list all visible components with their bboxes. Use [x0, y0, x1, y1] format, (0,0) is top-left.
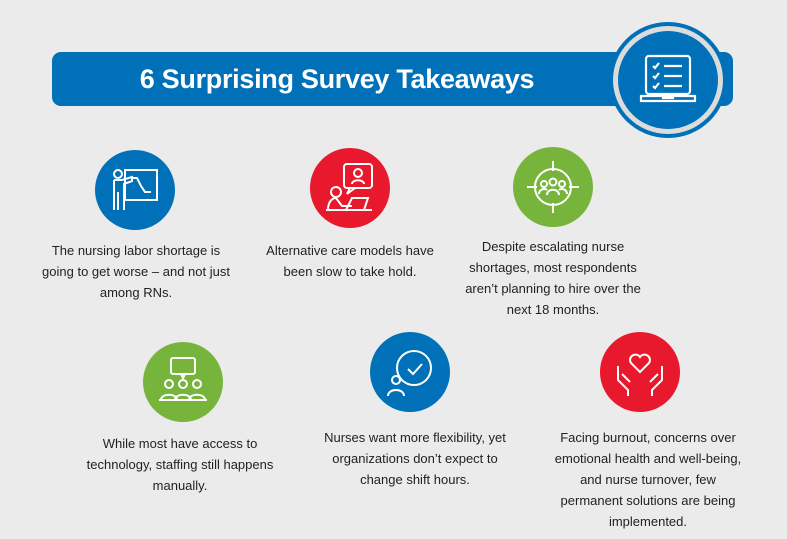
- hands-heart-icon: [600, 332, 680, 412]
- takeaway-text: Nurses want more flexibility, yet organi…: [324, 430, 506, 487]
- page-title: 6 Surprising Survey Takeaways: [139, 64, 535, 94]
- header-badge: [609, 22, 727, 138]
- meeting-chat-icon: [143, 342, 223, 422]
- target-group-icon: [513, 147, 593, 227]
- presenter-chart-icon: [95, 150, 175, 230]
- takeaway-text: While most have access to technology, st…: [86, 436, 274, 493]
- takeaway-text: Alternative care models have been slow t…: [266, 243, 434, 279]
- takeaway-text: The nursing labor shortage is going to g…: [42, 243, 230, 300]
- takeaway-text: Facing burnout, concerns over emotional …: [554, 430, 742, 529]
- takeaway-text: Despite escalating nurse shortages, most…: [465, 239, 641, 317]
- laptop-checklist-icon: [639, 54, 697, 103]
- telehealth-icon: [310, 148, 390, 228]
- person-clock-icon: [370, 332, 450, 412]
